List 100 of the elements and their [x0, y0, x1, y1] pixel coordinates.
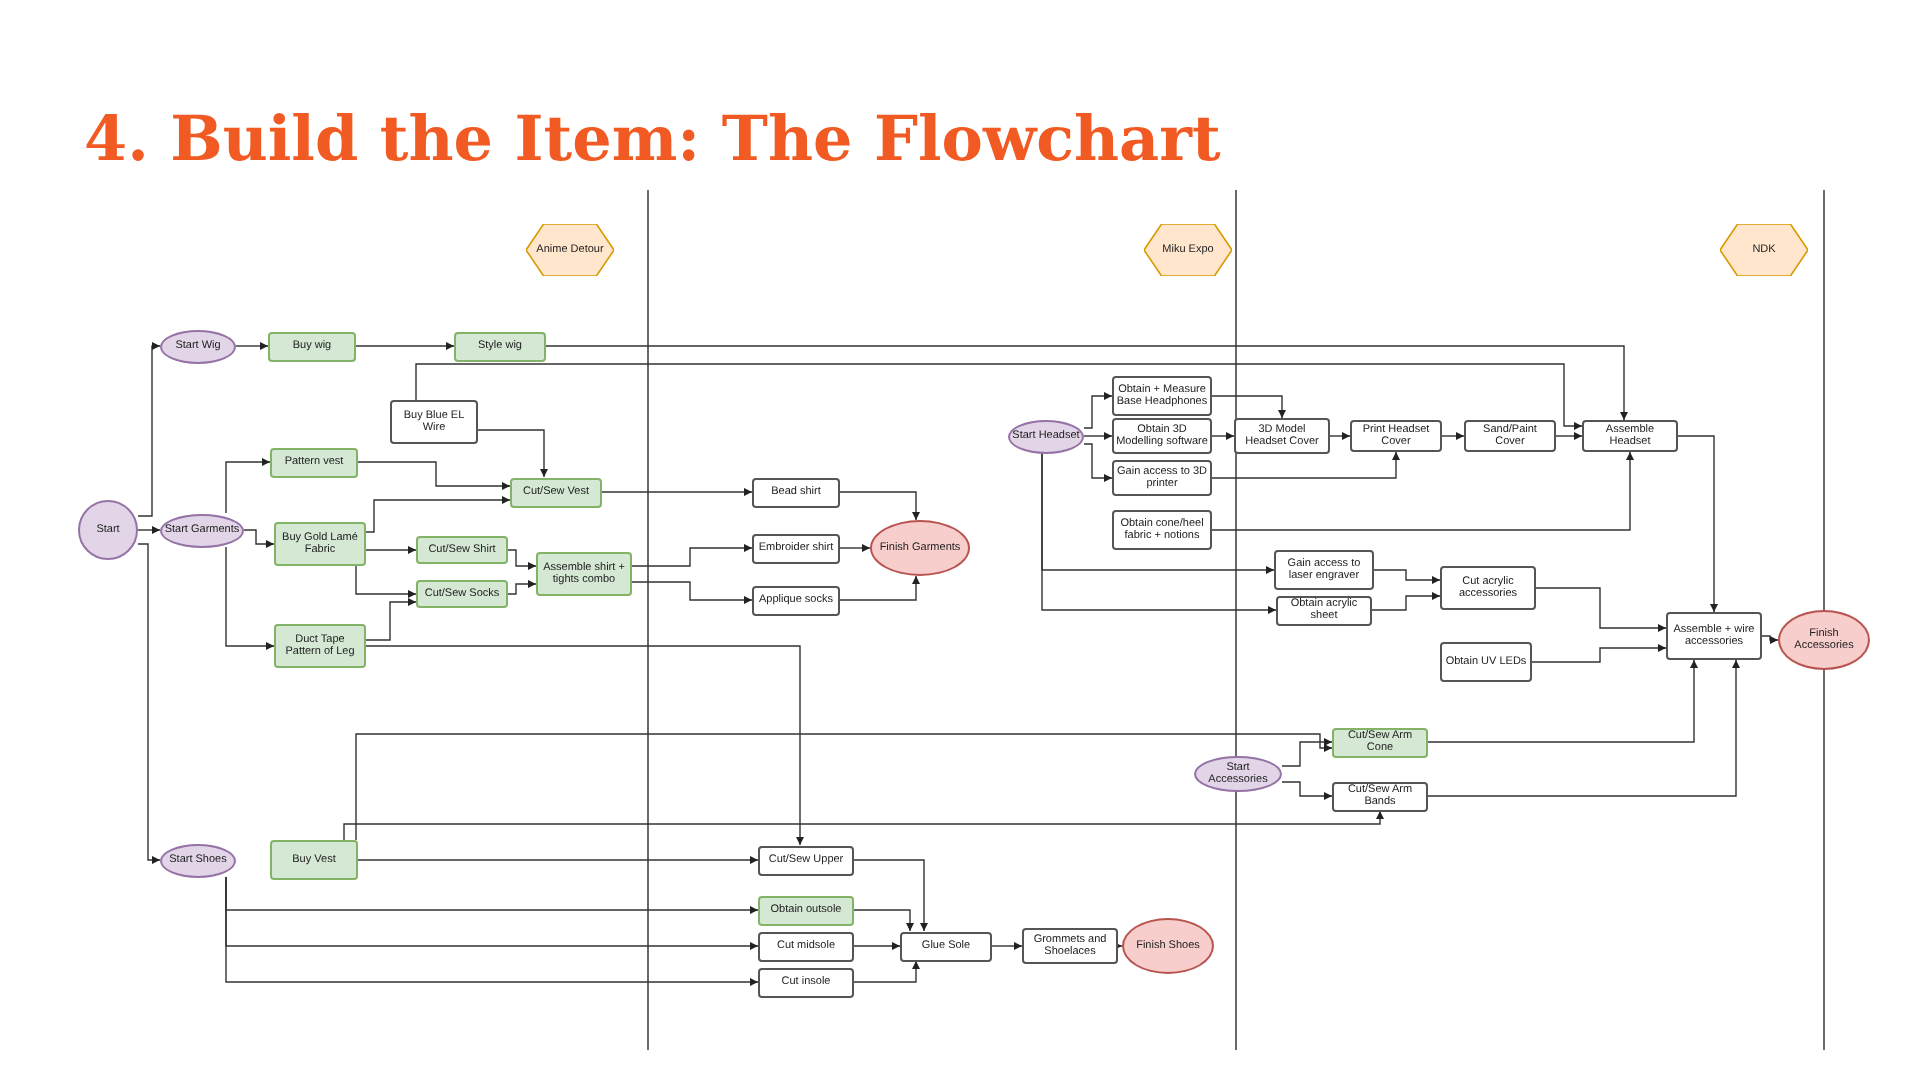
arrow [137, 526, 161, 534]
arrow [225, 458, 271, 514]
arrow [1761, 635, 1779, 644]
arrow [1281, 781, 1333, 800]
arrow [365, 496, 511, 533]
start-ellipse [1194, 756, 1282, 792]
arrow [631, 581, 753, 604]
arrow [1441, 432, 1465, 440]
task-box [758, 895, 854, 925]
arrow [343, 810, 1384, 841]
arrow [1677, 435, 1718, 613]
arrow [1329, 432, 1351, 440]
arrow [1211, 432, 1235, 440]
arrow [243, 529, 275, 548]
arrow [631, 544, 753, 567]
hexagon-tag [1720, 224, 1808, 276]
process-box [1112, 510, 1212, 550]
process-box [1276, 595, 1372, 625]
process-box [1440, 566, 1536, 610]
hexagon-tag [1144, 224, 1232, 276]
process-box [1234, 418, 1330, 454]
arrow [355, 733, 1333, 841]
process-box [1464, 420, 1556, 452]
task-box [454, 331, 546, 361]
task-box [510, 477, 602, 507]
task-box [536, 552, 632, 596]
arrow [839, 544, 871, 552]
arrow [225, 876, 759, 986]
start-ellipse [1008, 419, 1084, 453]
task-box [274, 624, 366, 668]
arrow [991, 942, 1023, 950]
start-ellipse [160, 843, 236, 877]
arrow [1211, 451, 1634, 531]
start-ellipse [160, 329, 236, 363]
slide-title: 4. Build the Item: The Flowchart [84, 104, 1221, 176]
arrow [365, 645, 804, 846]
arrow [357, 461, 511, 490]
arrow [839, 491, 920, 521]
process-box [1582, 420, 1678, 452]
arrow [365, 546, 417, 554]
arrow [137, 543, 161, 864]
arrow [355, 342, 455, 350]
arrow [853, 960, 920, 983]
arrow [1371, 592, 1441, 611]
arrow [1083, 392, 1113, 429]
process-box [1440, 642, 1532, 682]
arrow [1535, 587, 1667, 632]
task-box [1332, 727, 1428, 757]
arrow [1211, 395, 1286, 419]
task-box [416, 580, 508, 608]
arrow [1281, 738, 1333, 767]
process-box [1274, 550, 1374, 590]
arrow [545, 345, 1628, 421]
process-box [1112, 376, 1212, 416]
arrow [477, 429, 548, 478]
arrow [1427, 659, 1740, 797]
arrow [355, 565, 417, 598]
process-box [390, 400, 478, 444]
arrow [235, 342, 269, 350]
arrow [1427, 659, 1698, 743]
arrow [601, 488, 753, 496]
process-box [752, 585, 840, 615]
task-box [268, 331, 356, 361]
process-box [1332, 781, 1428, 811]
arrow [357, 856, 759, 864]
process-box [1022, 928, 1118, 964]
process-box [758, 931, 854, 961]
process-box [1666, 612, 1762, 660]
arrow [1373, 569, 1441, 584]
arrow [839, 575, 920, 601]
finish-ellipse [870, 520, 970, 576]
task-box [274, 522, 366, 566]
arrow [1083, 443, 1113, 482]
task-box [270, 447, 358, 477]
arrow [225, 546, 275, 650]
hexagon-tag [526, 224, 614, 276]
arrow [1555, 432, 1583, 440]
task-box [416, 536, 508, 564]
arrow [415, 363, 1583, 430]
arrow [365, 598, 417, 641]
arrow [507, 549, 537, 570]
finish-ellipse [1778, 610, 1870, 670]
process-box [758, 845, 854, 875]
finish-ellipse [1122, 918, 1214, 974]
arrow [1531, 644, 1667, 663]
task-box [270, 840, 358, 880]
arrow [853, 909, 914, 932]
arrow [853, 859, 928, 932]
start-ellipse [160, 513, 244, 547]
arrow [853, 942, 901, 950]
process-box [900, 931, 992, 961]
arrow [1083, 432, 1113, 440]
process-box [752, 533, 840, 563]
process-box [752, 477, 840, 507]
process-box [758, 967, 854, 997]
arrow [1211, 451, 1400, 479]
start-ellipse [78, 500, 138, 560]
process-box [1350, 420, 1442, 452]
arrow [507, 580, 537, 595]
arrow [1041, 452, 1277, 614]
